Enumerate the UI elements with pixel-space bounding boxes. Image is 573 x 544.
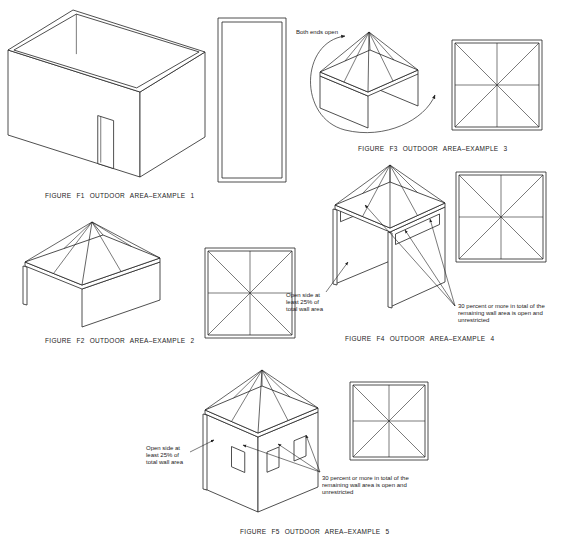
figure-caption: FIGURE F5 OUTDOOR AREA–EXAMPLE 5 [240, 528, 389, 536]
leader-line [365, 205, 455, 306]
plan-outline [208, 251, 292, 335]
roof-outline [205, 386, 318, 433]
roof-hip [262, 370, 263, 386]
roof-hip [82, 222, 92, 285]
figure-caption: FIGURE F3 OUTDOOR AREA–EXAMPLE 3 [358, 145, 507, 153]
roof-rib [390, 165, 418, 216]
corner-post [388, 232, 392, 308]
roof-hip [369, 32, 418, 70]
plan-hip [455, 43, 539, 127]
roof-outline [320, 50, 418, 92]
door-jamb [100, 117, 101, 163]
plan-rib [455, 85, 539, 86]
plan-outline [452, 40, 542, 130]
leader-line [190, 440, 214, 452]
leader-line [243, 445, 320, 472]
corner-post [23, 266, 27, 305]
plan-rib [353, 421, 425, 422]
leader-line [430, 219, 455, 306]
roof-hip [369, 32, 370, 50]
plan-hip [459, 175, 543, 259]
note-text: 30 percent or more in total of the remai… [458, 303, 558, 325]
plan-rib [459, 217, 543, 218]
roof-hip [92, 222, 103, 235]
wall-opening [267, 447, 279, 472]
roof-hip [335, 165, 390, 205]
wall-top-inner [14, 14, 199, 88]
plan-outline [350, 382, 428, 460]
plan-outline [205, 248, 295, 338]
plan-outline [353, 385, 425, 457]
direction-arc [310, 36, 435, 133]
roof-rib [262, 370, 290, 397]
leader-line [326, 262, 348, 292]
plan-hip [208, 251, 292, 335]
roof-hip [320, 32, 369, 72]
roof-rib [232, 370, 263, 422]
roof-rib [234, 370, 263, 398]
figure-caption: FIGURE F1 OUTDOOR AREA–EXAMPLE 1 [45, 192, 194, 200]
plan-outline [456, 172, 546, 262]
plan-outline [222, 22, 282, 178]
roof-rib [369, 32, 393, 81]
roof-rib [262, 370, 288, 421]
roof-rib [92, 222, 132, 247]
figure-caption: FIGURE F4 OUTDOOR AREA–EXAMPLE 4 [345, 335, 494, 343]
roof-rib [54, 222, 93, 274]
roof-rib [64, 222, 92, 249]
roof-hip [262, 370, 318, 408]
note-text: Both ends open [296, 29, 338, 36]
door-opening [98, 116, 114, 169]
roof-hip [368, 32, 369, 92]
inner-corner [76, 14, 77, 54]
plan-hip [455, 43, 539, 127]
plan-hip [459, 175, 543, 259]
leader-line [306, 435, 320, 472]
roof-hip [92, 222, 160, 258]
plan-outline [455, 43, 539, 127]
wall-opening [294, 436, 306, 461]
roof-rib [369, 32, 394, 60]
plan-hip [208, 251, 292, 335]
roof-hip [390, 165, 445, 203]
corner-post [203, 414, 207, 490]
roof-rib [345, 32, 369, 61]
plan-outline [459, 175, 543, 259]
note-text: Open side at least 25% of total wall are… [286, 292, 330, 314]
roof-hip [258, 370, 262, 433]
plan-rib [208, 293, 292, 294]
leader-line [405, 230, 455, 306]
roof-hip [390, 165, 391, 182]
corner-post [333, 209, 337, 285]
plan-hip [353, 385, 425, 457]
plan-outline [218, 18, 286, 182]
note-text: Open side at least 25% of total wall are… [146, 445, 190, 467]
plan-hip [353, 385, 425, 457]
wall-opening [232, 447, 245, 473]
roof-rib [390, 165, 418, 193]
leader-line [278, 444, 320, 472]
roof-rib [344, 32, 369, 82]
roof-hip [205, 370, 262, 410]
note-text: 30 percent or more in total of the remai… [322, 475, 422, 497]
figure-caption: FIGURE F2 OUTDOOR AREA–EXAMPLE 2 [45, 337, 194, 345]
roof-hip [390, 165, 391, 228]
roof-rib [363, 165, 391, 194]
wall-top [8, 10, 205, 92]
roof-hip [25, 222, 92, 262]
roof-outline [25, 235, 160, 285]
roof-rib [363, 165, 391, 217]
